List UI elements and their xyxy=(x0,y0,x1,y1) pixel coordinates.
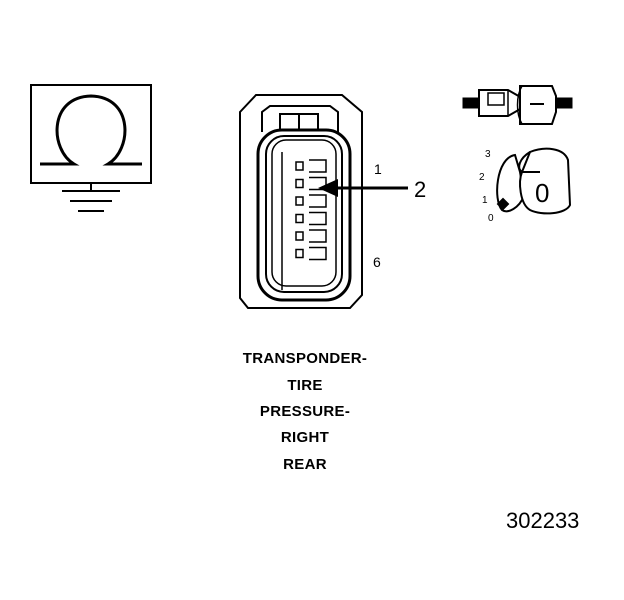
key-cylinder-label: 0 xyxy=(535,178,549,208)
key-position-1: 1 xyxy=(482,195,488,206)
key-position-3: 3 xyxy=(485,149,491,160)
figure-number: 302233 xyxy=(506,508,580,533)
callout-number: 2 xyxy=(414,177,426,202)
key-lock-cylinder xyxy=(496,147,572,215)
caption-line-1: TRANSPONDER- xyxy=(242,350,368,367)
connector-face xyxy=(239,94,363,309)
pin-cavity xyxy=(295,159,327,173)
pin-1-label: 1 xyxy=(374,161,382,177)
antenna-ground-symbol xyxy=(30,84,152,212)
key-position-0: 0 xyxy=(488,213,494,224)
caption-line-3: PRESSURE- xyxy=(259,403,351,420)
connector-side-view xyxy=(462,85,573,125)
pin-cavity xyxy=(295,176,327,191)
pin-cavities xyxy=(295,159,327,261)
callout-arrow xyxy=(318,179,408,197)
pin-cavity xyxy=(295,229,327,243)
caption-line-2: TIRE xyxy=(287,377,323,394)
pin-cavity xyxy=(295,194,327,208)
pin-6-label: 6 xyxy=(373,254,381,270)
caption-line-4: RIGHT xyxy=(280,429,330,446)
pin-cavity xyxy=(295,246,327,261)
caption-line-5: REAR xyxy=(283,456,327,473)
key-position-2: 2 xyxy=(479,172,485,183)
pin-cavity xyxy=(295,211,327,226)
